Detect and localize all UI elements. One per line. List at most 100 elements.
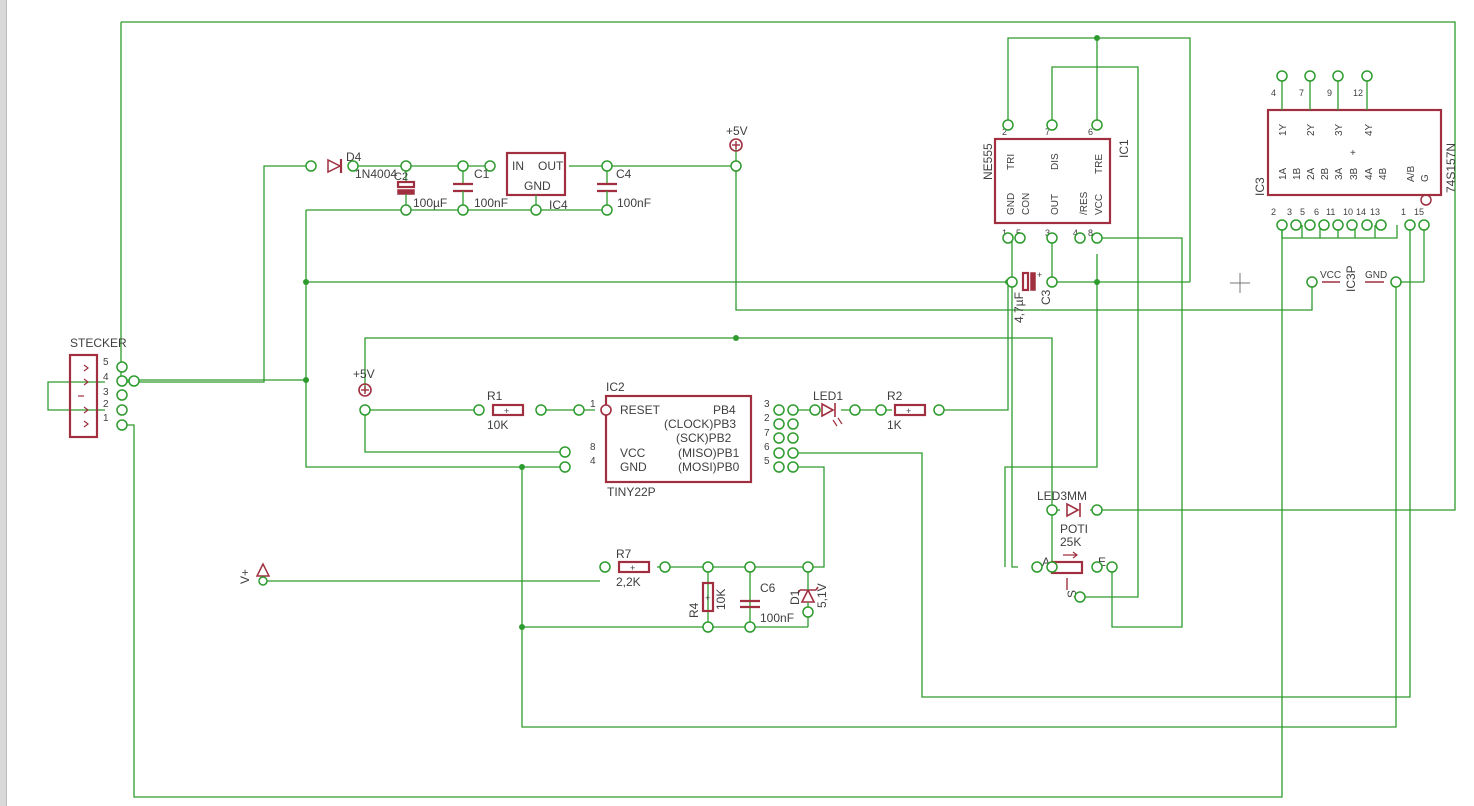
svg-text:2: 2 [764, 413, 770, 424]
svg-text:E: E [1098, 555, 1106, 569]
svg-text:S: S [1065, 590, 1079, 598]
svg-text:+: + [504, 406, 509, 416]
svg-text:/RES: /RES [1079, 191, 1090, 215]
wire-net [47, 21, 1456, 798]
svg-text:R1: R1 [487, 389, 503, 403]
svg-text:+5V: +5V [726, 124, 748, 138]
svg-text:+: + [1037, 270, 1042, 280]
svg-text:10: 10 [1343, 207, 1353, 217]
svg-text:2: 2 [1002, 127, 1007, 137]
svg-text:10K: 10K [714, 589, 728, 610]
svg-text:1B: 1B [1292, 167, 1303, 180]
svg-text:13: 13 [1370, 207, 1380, 217]
svg-text:+: + [1350, 148, 1356, 159]
svg-text:TRE: TRE [1094, 154, 1105, 174]
svg-text:GND: GND [1006, 193, 1017, 215]
capacitor-c6[interactable]: C6 100nF [740, 561, 794, 633]
microcontroller-ic2[interactable]: IC2 TINY22P RESET VCC GND PB4 (CLOCK)PB3… [559, 380, 799, 499]
svg-text:6: 6 [1314, 207, 1319, 217]
svg-text:12: 12 [1353, 88, 1363, 98]
regulator-ic4[interactable]: IN OUT GND IC4 [484, 151, 568, 216]
svg-text:4: 4 [1271, 88, 1276, 98]
power-pins-ic3p[interactable]: VCC GND IC3P [1306, 265, 1402, 292]
capacitor-c3[interactable]: + 4,7µF C3 [1006, 270, 1058, 323]
svg-text:3B: 3B [1349, 167, 1360, 180]
svg-text:5: 5 [1300, 207, 1305, 217]
svg-text:TRI: TRI [1006, 154, 1017, 170]
svg-text:GND: GND [524, 179, 551, 193]
svg-text:100nF: 100nF [760, 611, 794, 625]
svg-text:11: 11 [1326, 207, 1335, 217]
resistor-r4[interactable]: + R4 10K [687, 561, 728, 633]
svg-text:8: 8 [1088, 228, 1093, 238]
timer-ic1-ne555[interactable]: NE555 IC1 TRI DIS TRE GND CON OUT /RES V… [981, 119, 1131, 244]
capacitor-c4[interactable]: C4 100nF [597, 160, 651, 216]
svg-text:3A: 3A [1334, 167, 1345, 180]
potentiometer-poti[interactable]: POTI 25K A E S [1031, 522, 1118, 603]
stecker-label: STECKER [70, 336, 127, 350]
svg-text:VCC: VCC [1320, 270, 1341, 281]
led-led3mm[interactable]: LED3MM [1037, 489, 1103, 518]
editor-left-edge [0, 0, 7, 806]
svg-text:4: 4 [103, 372, 109, 383]
capacitor-c2[interactable]: C2 100µF [394, 160, 447, 216]
svg-text:1: 1 [1002, 228, 1007, 238]
svg-text:CON: CON [1021, 193, 1032, 215]
svg-text:RESET: RESET [620, 403, 661, 417]
svg-text:2,2K: 2,2K [616, 575, 641, 589]
svg-text:3Y: 3Y [1334, 123, 1345, 136]
svg-text:DIS: DIS [1050, 153, 1061, 170]
svg-text:+: + [705, 593, 710, 603]
svg-text:4A: 4A [1364, 167, 1375, 180]
svg-text:(MISO)PB1: (MISO)PB1 [678, 446, 740, 460]
svg-text:3: 3 [1045, 228, 1050, 238]
svg-text:IC1: IC1 [1117, 139, 1131, 158]
supply-5v-top[interactable]: +5V [726, 124, 748, 172]
svg-text:VCC: VCC [620, 446, 646, 460]
junction-dots [303, 35, 1100, 630]
svg-text:2A: 2A [1306, 167, 1317, 180]
svg-text:1: 1 [1401, 207, 1406, 217]
svg-text:OUT: OUT [538, 159, 564, 173]
zener-diode-d1[interactable]: D1 5,1V [788, 561, 829, 627]
svg-text:4: 4 [1073, 228, 1078, 238]
supply-vplus[interactable]: V+ [238, 562, 271, 586]
diode-d4[interactable]: D4 1N4004 [305, 150, 397, 181]
svg-text:5,1V: 5,1V [815, 583, 829, 608]
svg-text:TINY22P: TINY22P [607, 485, 656, 499]
svg-text:(CLOCK)PB3: (CLOCK)PB3 [664, 417, 736, 431]
svg-text:100nF: 100nF [474, 196, 508, 210]
svg-text:1: 1 [590, 399, 596, 410]
svg-text:PB4: PB4 [713, 403, 736, 417]
svg-text:2B: 2B [1320, 167, 1331, 180]
svg-text:1Y: 1Y [1278, 123, 1289, 136]
svg-text:4Y: 4Y [1364, 123, 1375, 136]
resistor-r2[interactable]: + R2 1K [875, 389, 945, 432]
svg-text:3: 3 [1287, 207, 1292, 217]
svg-text:+: + [906, 406, 911, 416]
svg-text:A: A [1042, 555, 1050, 569]
resistor-r1[interactable]: + R1 10K [473, 389, 547, 432]
crosshair-cursor-icon [1230, 273, 1250, 293]
svg-text:IC2: IC2 [606, 380, 625, 394]
svg-text:IN: IN [512, 159, 524, 173]
svg-text:7: 7 [1045, 127, 1050, 137]
svg-text:6: 6 [1088, 127, 1093, 137]
multiplexer-ic3[interactable]: 74S157N IC3 1Y 2Y 3Y 4Y 1A 1B 2A 2B 3A 3… [1253, 70, 1458, 231]
svg-text:2: 2 [103, 399, 109, 410]
svg-text:25K: 25K [1060, 535, 1081, 549]
svg-text:GND: GND [620, 460, 647, 474]
svg-text:10K: 10K [487, 418, 508, 432]
stecker-connector[interactable]: STECKER 5 4 3 2 1 [68, 336, 140, 439]
capacitor-c1[interactable]: C1 100nF [453, 160, 508, 216]
svg-text:+: + [630, 563, 635, 573]
svg-text:1A: 1A [1278, 167, 1289, 180]
resistor-r7[interactable]: + R7 2,2K [599, 547, 671, 589]
supply-5v-left[interactable]: +5V [353, 367, 375, 416]
svg-text:1K: 1K [887, 418, 902, 432]
svg-text:OUT: OUT [1050, 194, 1061, 215]
svg-text:2Y: 2Y [1306, 123, 1317, 136]
led-led1[interactable]: LED1 [809, 389, 861, 427]
svg-text:2: 2 [1271, 207, 1276, 217]
